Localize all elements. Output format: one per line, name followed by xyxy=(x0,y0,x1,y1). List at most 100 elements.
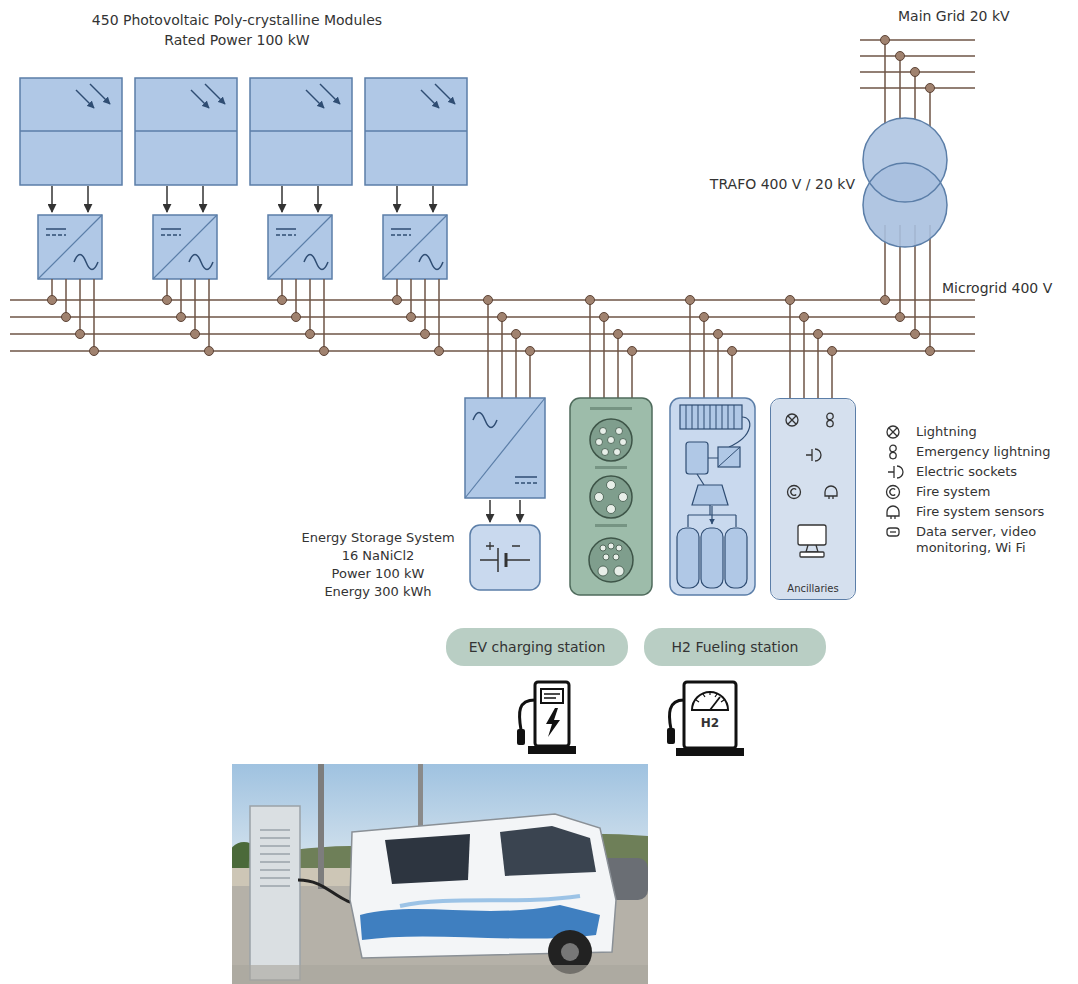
ev-pump-icon xyxy=(519,700,535,730)
data-server-symbol xyxy=(887,528,899,536)
ev-connector-panel xyxy=(619,493,628,502)
ev-pump-icon xyxy=(544,694,560,698)
legend-entry: Lightning xyxy=(916,424,1072,440)
pv-string xyxy=(250,78,352,356)
socket-symbol xyxy=(888,466,903,478)
site-photo xyxy=(500,826,596,876)
computer-symbol xyxy=(806,545,818,552)
junction-dot xyxy=(926,347,935,356)
pump-mark: H2 xyxy=(701,716,719,730)
site-photo xyxy=(232,764,648,984)
storage-converter xyxy=(465,398,545,498)
emergency-lamp-symbol xyxy=(890,445,896,459)
main-grid-lines xyxy=(860,40,975,88)
storage-converter xyxy=(515,476,537,478)
legend-entry: Emergency lightning xyxy=(916,444,1072,460)
legend-text: Electric sockets xyxy=(916,464,1017,480)
ev-connector-panel xyxy=(607,505,616,514)
battery-box xyxy=(470,525,540,590)
storage-spec: Power 100 kW xyxy=(332,566,425,582)
hydrogen-system xyxy=(729,417,750,447)
ev-connector-panel xyxy=(608,437,615,444)
node-text: EV charging station xyxy=(469,639,606,656)
node-text: H2 Fueling station xyxy=(672,639,799,656)
junction-dot xyxy=(896,313,905,322)
junction-dot xyxy=(881,36,890,45)
transformer-symbol xyxy=(863,163,947,247)
junction-dot xyxy=(911,330,920,339)
ev-connector-panel xyxy=(590,407,632,410)
ev-pump-icon xyxy=(517,682,576,754)
h2-pump-icon xyxy=(710,697,720,710)
hydrogen-system xyxy=(692,485,728,505)
battery-box xyxy=(480,548,530,572)
ev-pump-icon xyxy=(528,746,576,754)
ev-connector-panel xyxy=(613,554,619,560)
site-photo xyxy=(318,764,324,889)
fire-sensor-symbol xyxy=(825,486,837,499)
hydrogen-system xyxy=(718,447,740,467)
ev-connector-panel xyxy=(600,545,606,551)
storage-converter xyxy=(489,500,491,522)
computer-symbol xyxy=(800,552,824,557)
ancillaries-symbols xyxy=(771,399,855,599)
ev-connector-panel xyxy=(595,466,627,469)
hydrogen-system xyxy=(688,505,736,527)
ev-connector-panel xyxy=(598,543,624,576)
site-photo xyxy=(228,764,648,984)
ancillaries-box: Ancillaries xyxy=(770,398,856,600)
ev-connector-panel xyxy=(608,543,614,549)
fire-sensor-symbol xyxy=(887,506,899,519)
storage-converter xyxy=(465,398,545,522)
emergency-lamp-symbol xyxy=(827,413,833,427)
storage-converter xyxy=(519,500,521,522)
bus-tap xyxy=(484,296,535,399)
ev-connector-panel xyxy=(589,538,633,582)
main-grid-lines xyxy=(860,55,975,57)
battery-box xyxy=(505,553,508,567)
ev-connector-panel xyxy=(607,481,616,490)
hydrogen-system xyxy=(680,405,742,429)
storage-spec: 16 NaNiCl2 xyxy=(342,548,415,564)
ev-connector-panel xyxy=(614,449,621,456)
legend-text: Emergency lightning xyxy=(916,444,1051,460)
microgrid-bus xyxy=(10,316,975,318)
battery-box xyxy=(470,525,540,590)
site-photo xyxy=(385,834,470,884)
pv-string xyxy=(135,78,237,356)
site-photo xyxy=(561,943,579,961)
hydrogen-system xyxy=(725,528,747,588)
hydrogen-system xyxy=(697,458,718,485)
ev-connector-panel xyxy=(570,398,652,595)
site-photo xyxy=(400,896,580,906)
legend-symbols xyxy=(887,426,904,536)
pv-string xyxy=(20,78,122,356)
hydrogen-system xyxy=(718,447,740,467)
ev-connector-panel xyxy=(590,476,632,518)
ev-pump-icon xyxy=(535,682,569,746)
computer-symbol xyxy=(798,525,826,557)
grid-label: Main Grid 20 kV xyxy=(898,8,1010,25)
fire-system-symbol xyxy=(788,486,801,499)
storage-converter xyxy=(473,413,497,428)
ev-connector-panel xyxy=(595,493,604,502)
storage-label: Energy Storage System xyxy=(301,530,454,546)
legend-text: Lightning xyxy=(916,424,977,440)
transformer-label: TRAFO 400 V / 20 kV xyxy=(710,176,855,193)
h2-pump-icon xyxy=(667,728,675,744)
pv-array-title: 450 Photovoltaic Poly-crystalline Module… xyxy=(92,12,382,29)
transformer-wires xyxy=(929,225,931,351)
junction-dot xyxy=(881,36,935,356)
hydrogen-system xyxy=(677,528,699,588)
ev-connector-panel xyxy=(595,524,627,527)
legend-text: Fire system sensors xyxy=(916,504,1044,520)
h2-pump-icon xyxy=(676,748,744,756)
bus-tap xyxy=(586,296,637,399)
node-text: Ancillaries xyxy=(787,583,838,595)
ev-connector-panel xyxy=(600,428,607,435)
ev-connector-panel xyxy=(616,545,622,551)
microgrid-bus xyxy=(10,300,975,351)
ev-connector-panel xyxy=(595,481,628,514)
junction-dot xyxy=(896,52,905,61)
